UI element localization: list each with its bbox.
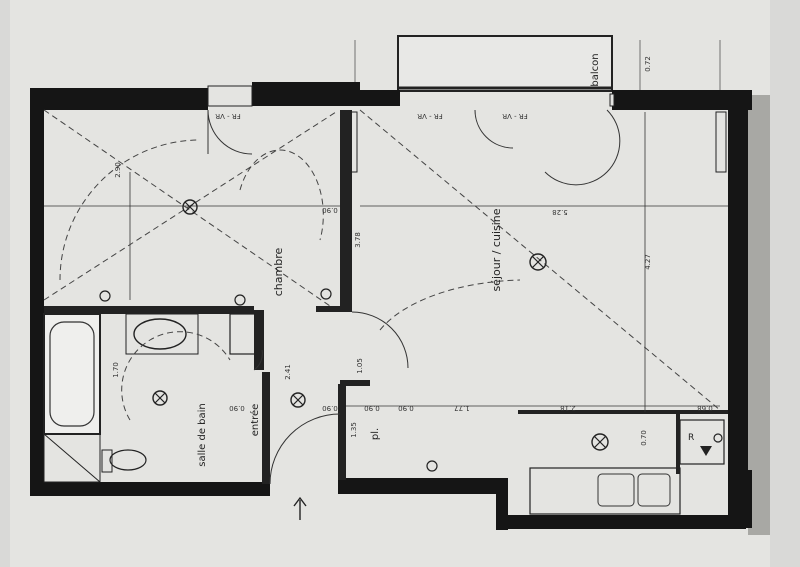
dimension-label: 1.05	[356, 358, 364, 374]
dimension-label: 1.77	[454, 404, 470, 412]
interior-walls	[44, 110, 728, 484]
entry-arrow-icon	[293, 496, 307, 520]
door-swings	[207, 109, 621, 485]
dimension-label: 5.28	[552, 208, 568, 216]
dimension-label: 1.35	[350, 422, 358, 438]
room-label-sejour: séjour / cuisine	[490, 208, 503, 291]
kitchen-counter	[529, 419, 725, 515]
dimension-label: 0.90	[398, 404, 414, 412]
exterior-walls	[30, 82, 752, 530]
appliance-label: R	[688, 433, 694, 443]
bathtub	[43, 313, 101, 483]
ceiling-light-icon	[152, 390, 168, 406]
window-code: FR - VR	[502, 112, 528, 120]
dimension-label: 0.90	[229, 404, 245, 412]
outlet-icon	[234, 294, 246, 306]
dimension-label: 1.70	[112, 362, 120, 378]
outlet-icon	[99, 290, 111, 302]
outlet-icon	[320, 288, 332, 300]
dimension-label: 0.90	[364, 404, 380, 412]
dimension-label: 0.90	[322, 206, 338, 214]
electrical-outlets	[99, 288, 723, 472]
room-label-salle-de-bain: salle de bain	[197, 403, 208, 467]
ceiling-light-icon	[529, 253, 547, 271]
room-label-balcon: balcon	[590, 53, 601, 86]
dimension-label: 0.68	[697, 404, 713, 412]
ceiling-light-icon	[182, 199, 198, 215]
dimension-label: 0.90	[322, 404, 338, 412]
room-label-entree: entrée	[249, 404, 261, 437]
construction-lines	[44, 112, 728, 412]
dimension-label: 2.90	[114, 162, 122, 178]
window-code: FR - VR	[215, 112, 241, 120]
ceiling-light-icon	[591, 433, 609, 451]
dimension-label: 3.78	[354, 232, 362, 248]
ceiling-light-icon	[290, 392, 306, 408]
dimension-label: 4.27	[644, 254, 652, 270]
toilet	[101, 449, 147, 473]
dimension-label: 2.18	[560, 404, 576, 412]
outlet-icon	[426, 460, 438, 472]
light-fixtures	[152, 199, 609, 451]
washbasin	[125, 313, 257, 355]
dimension-label: 0.70	[640, 430, 648, 446]
dimension-label: 2.41	[284, 364, 292, 380]
window-code: FR - VR	[417, 112, 443, 120]
room-label-placard: pl.	[370, 428, 381, 440]
dimension-label: 0.72	[644, 56, 652, 72]
outlet-icon	[713, 433, 723, 443]
page-edge-shadow	[748, 95, 770, 535]
room-label-chambre: chambre	[272, 248, 285, 297]
balcony	[397, 35, 613, 92]
